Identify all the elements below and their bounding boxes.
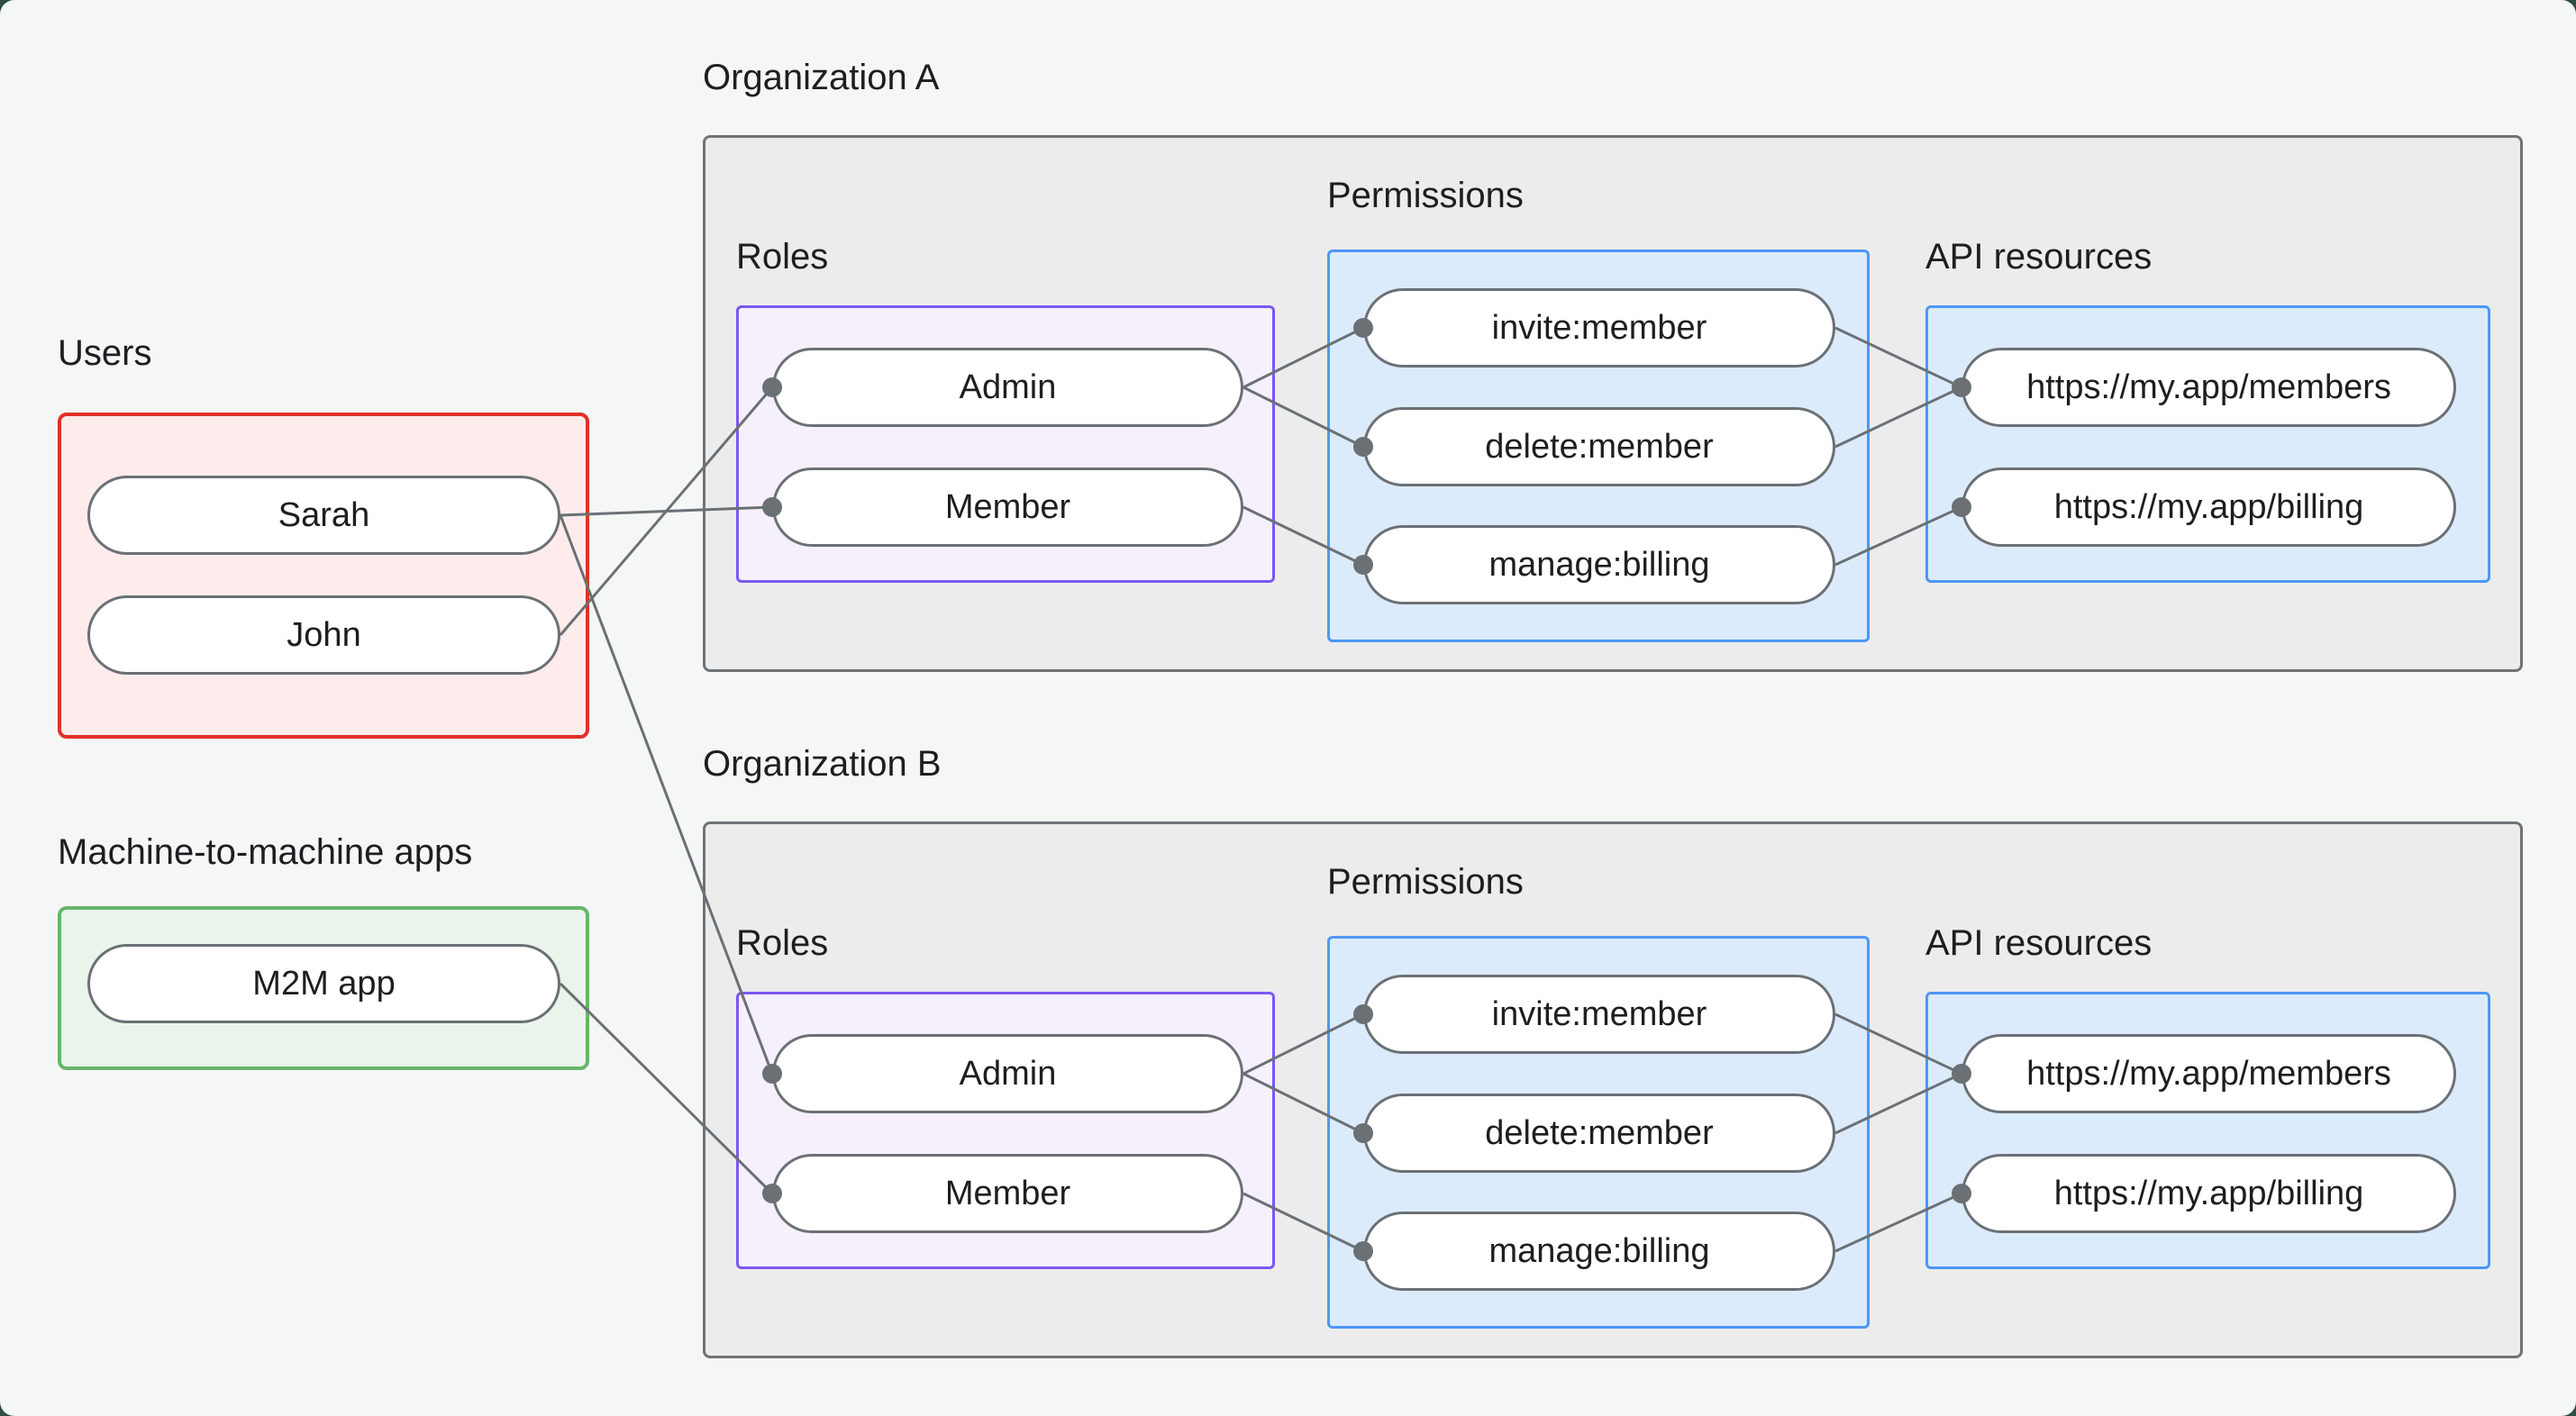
org-a-roles-label: Roles: [736, 237, 829, 277]
organization-a: Organization A Roles Admin Member Permis…: [0, 0, 2576, 685]
node-org-a-api-members: https://my.app/members: [1962, 348, 2456, 427]
org-b-api-resources-label: API resources: [1925, 923, 2153, 963]
org-b-title: Organization B: [703, 744, 942, 784]
node-m2m-app: M2M app: [87, 944, 560, 1023]
node-org-b-perm-delete-member: delete:member: [1363, 1094, 1835, 1173]
node-org-b-perm-manage-billing: manage:billing: [1363, 1212, 1835, 1291]
node-user-sarah: Sarah: [87, 476, 560, 555]
org-b-roles-label: Roles: [736, 923, 829, 963]
org-b-permissions-label: Permissions: [1327, 862, 1524, 902]
node-user-john: John: [87, 595, 560, 675]
organization-b: Organization B Roles Admin Member Permis…: [0, 686, 2576, 1371]
node-org-a-perm-delete-member: delete:member: [1363, 407, 1835, 486]
users-group-box: [58, 413, 589, 739]
node-org-a-perm-manage-billing: manage:billing: [1363, 525, 1835, 604]
node-org-a-role-member: Member: [772, 467, 1243, 547]
users-group-label: Users: [58, 333, 152, 373]
node-org-a-perm-invite-member: invite:member: [1363, 288, 1835, 368]
org-a-permissions-label: Permissions: [1327, 176, 1524, 215]
org-a-title: Organization A: [703, 58, 940, 97]
node-org-b-api-billing: https://my.app/billing: [1962, 1154, 2456, 1233]
org-a-api-resources-label: API resources: [1925, 237, 2153, 277]
node-org-b-role-admin: Admin: [772, 1034, 1243, 1113]
m2m-group-label: Machine-to-machine apps: [58, 832, 473, 872]
node-org-b-perm-invite-member: invite:member: [1363, 975, 1835, 1054]
node-org-b-role-member: Member: [772, 1154, 1243, 1233]
node-org-a-api-billing: https://my.app/billing: [1962, 467, 2456, 547]
node-org-b-api-members: https://my.app/members: [1962, 1034, 2456, 1113]
node-org-a-role-admin: Admin: [772, 348, 1243, 427]
